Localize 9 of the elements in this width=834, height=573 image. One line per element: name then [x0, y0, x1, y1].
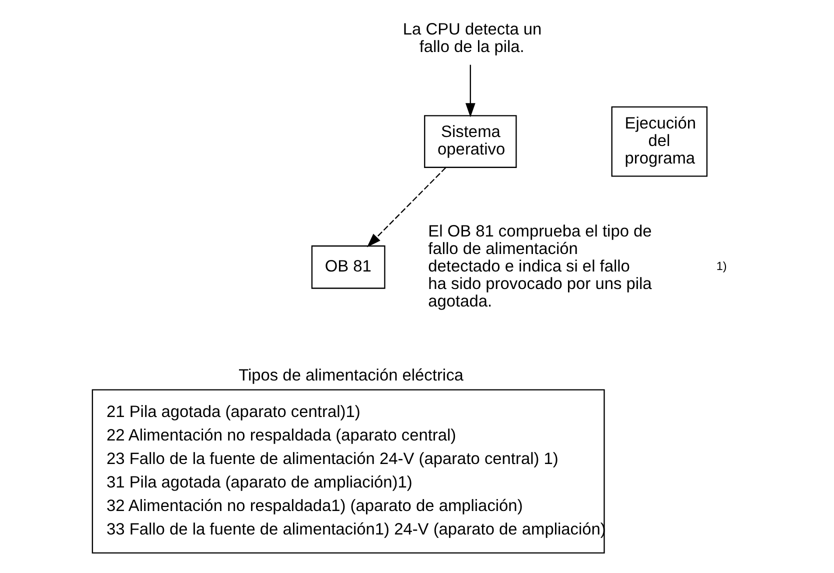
node-box: Sistema operativo [424, 115, 517, 168]
arrow [366, 167, 446, 248]
label: 1) [716, 260, 727, 274]
node-box: OB 81 [311, 245, 386, 289]
node-text: La CPU detecta un fallo de la pila. [402, 20, 542, 56]
node-label: El OB 81 comprueba el tipo de fallo de alimentación detectado e indica si el fallo ha sido provocado por uns pila agotada. [428, 222, 652, 311]
node-box: Ejecución del programa [611, 106, 708, 177]
arrow [465, 64, 476, 118]
node-label: Tipos de alimentación eléctrica [238, 366, 464, 385]
